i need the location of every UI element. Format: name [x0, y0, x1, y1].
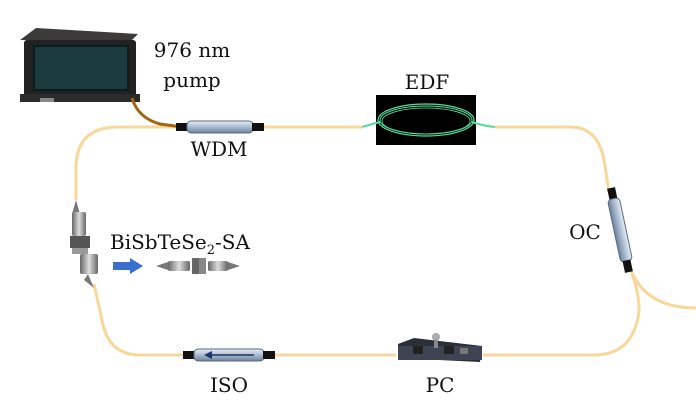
- sa-label-sub: 2: [207, 243, 215, 258]
- pump-fiber: [130, 97, 183, 129]
- wdm-label: WDM: [190, 137, 247, 161]
- pc-label: PC: [426, 373, 455, 397]
- fiber-top-right: [495, 125, 611, 193]
- right-arrow-icon: [113, 258, 143, 274]
- oc-component: [607, 187, 633, 273]
- sa-label-suffix: -SA: [215, 230, 250, 254]
- sa-label: BiSbTeSe2-SA: [110, 230, 251, 258]
- edf-label: EDF: [405, 70, 450, 94]
- fiber-ring: [74, 125, 696, 357]
- pump-label-line1: 976 nm: [154, 38, 230, 62]
- pc-component: [398, 333, 482, 362]
- sa-label-main: BiSbTeSe: [110, 230, 207, 254]
- fiber-right: [483, 267, 641, 357]
- iso-label: ISO: [210, 373, 248, 397]
- fiber-connector-icon: [156, 258, 240, 274]
- wdm-component: [176, 120, 264, 134]
- fiber-top: [74, 125, 180, 200]
- iso-component: [183, 348, 275, 362]
- edf-coil: [361, 95, 496, 145]
- laser-diode-box-icon: [20, 28, 140, 102]
- pump-label-line2: pump: [163, 68, 220, 92]
- fiber-output: [628, 267, 696, 310]
- oc-label: OC: [569, 220, 601, 244]
- sa-connector-vertical: [70, 200, 98, 288]
- fiber-bottom-left: [92, 283, 188, 357]
